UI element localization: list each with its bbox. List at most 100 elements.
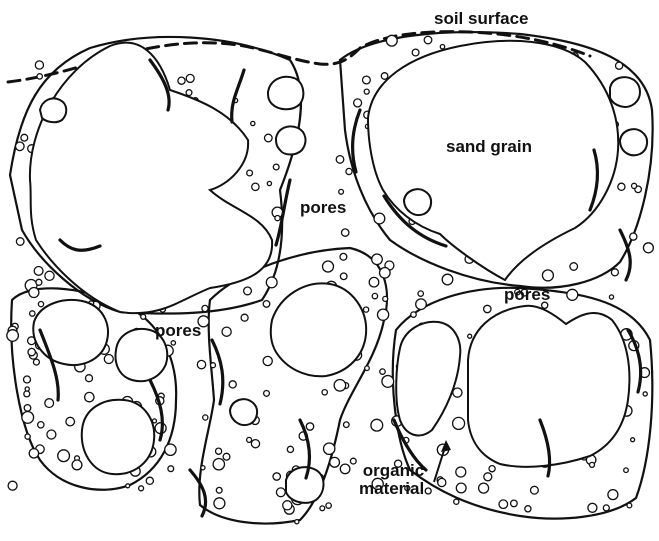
small-grain — [15, 142, 24, 151]
small-grain — [276, 488, 285, 497]
sand-grain-large-left — [30, 43, 272, 314]
small-grain — [643, 392, 647, 396]
small-grain — [336, 156, 344, 164]
small-grain — [499, 500, 508, 509]
sand-grain-bottom-center — [271, 283, 366, 376]
small-grain — [340, 273, 347, 280]
small-grain — [616, 62, 623, 69]
small-grain — [416, 299, 427, 310]
small-grain — [29, 288, 39, 298]
sand-grain-small-8 — [230, 399, 257, 425]
small-grain — [372, 293, 377, 298]
small-grain — [489, 466, 495, 472]
small-grain — [618, 183, 625, 190]
small-grain — [141, 314, 146, 319]
small-grain — [47, 430, 56, 439]
small-grain — [453, 388, 462, 397]
small-grain — [324, 443, 335, 454]
small-grain — [263, 301, 270, 308]
small-grain — [542, 270, 553, 281]
small-grain — [456, 483, 466, 493]
small-grain — [197, 360, 205, 368]
pores-label-right: pores — [504, 286, 550, 304]
small-grain — [85, 392, 94, 401]
small-grain — [364, 307, 369, 312]
small-grain — [588, 503, 597, 512]
small-grain — [484, 473, 492, 481]
sand-grain-bottom-mid — [396, 322, 460, 436]
small-grain — [567, 289, 578, 300]
small-grain — [630, 233, 637, 240]
small-grain — [344, 422, 350, 428]
small-grain — [247, 437, 252, 442]
small-grain — [484, 305, 491, 312]
small-grain — [36, 279, 42, 285]
small-grain — [24, 391, 30, 397]
small-grain — [354, 99, 362, 107]
small-grain — [440, 45, 444, 49]
small-grain — [412, 49, 419, 56]
sand-grain-small-6 — [286, 467, 324, 503]
small-grain — [371, 419, 383, 431]
small-grain — [252, 183, 259, 190]
small-grain — [29, 449, 38, 458]
small-grain — [251, 121, 255, 125]
small-grain — [456, 467, 466, 477]
small-grain — [86, 375, 93, 382]
small-grain — [320, 506, 325, 511]
small-grain — [216, 487, 222, 493]
small-grain — [369, 277, 379, 287]
small-grain — [287, 446, 293, 452]
small-grain — [165, 444, 176, 455]
small-grain — [223, 453, 230, 460]
small-grain — [374, 213, 385, 224]
small-grain — [590, 462, 595, 467]
small-grain — [28, 348, 35, 355]
small-grain — [25, 387, 29, 391]
small-grain — [263, 356, 272, 365]
organic-material-label-line1: organic — [359, 462, 424, 480]
small-grain — [8, 481, 17, 490]
small-grain — [624, 468, 629, 473]
small-grain — [35, 61, 43, 69]
small-grain — [126, 484, 130, 488]
small-grain — [241, 314, 248, 321]
small-grain — [608, 490, 618, 500]
sand-grain-small-2 — [276, 126, 305, 154]
small-grain — [340, 464, 350, 474]
small-grain — [570, 263, 578, 271]
small-grain — [37, 74, 42, 79]
small-grain — [380, 268, 391, 279]
small-grain — [171, 341, 175, 345]
sand-grain-small-5 — [40, 98, 66, 122]
small-grain — [339, 189, 344, 194]
small-grain — [326, 503, 331, 508]
small-grain — [383, 296, 388, 301]
small-grain — [372, 254, 383, 265]
small-grain — [283, 501, 292, 510]
pores-label-lower-left: pores — [155, 322, 201, 340]
small-grain — [251, 440, 259, 448]
small-grain — [350, 458, 356, 464]
small-grain — [330, 457, 340, 467]
sand-grain-small-1 — [268, 77, 303, 110]
sand-grain-bottom-left-b — [82, 400, 154, 474]
small-grain — [211, 363, 216, 368]
small-grain — [203, 415, 208, 420]
small-grain — [418, 291, 423, 296]
small-grain — [442, 274, 453, 285]
small-grain — [139, 486, 144, 491]
small-grain — [609, 295, 613, 299]
small-grain — [438, 478, 446, 486]
small-grain — [7, 330, 19, 342]
small-grain — [222, 327, 231, 336]
small-grain — [213, 459, 224, 470]
small-grain — [378, 309, 389, 320]
small-grain — [229, 381, 236, 388]
small-grain — [244, 287, 252, 295]
pores-label-upper: pores — [300, 199, 346, 217]
small-grain — [364, 89, 369, 94]
small-grain — [273, 164, 279, 170]
